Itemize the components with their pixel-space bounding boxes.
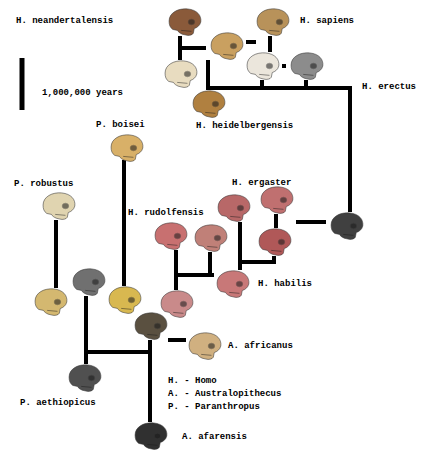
tree-branch (296, 220, 326, 224)
skull-illustration (155, 223, 187, 250)
species-label: H. neandertalensis (16, 16, 113, 27)
skull-illustration (195, 225, 227, 252)
skull-illustration (161, 291, 193, 318)
tree-branch (268, 36, 272, 52)
species-label: H. sapiens (300, 16, 354, 27)
skull-illustration (165, 61, 197, 88)
species-label: P. aethiopicus (20, 398, 96, 409)
tree-branch (238, 222, 242, 270)
scale-bar (20, 58, 25, 110)
species-label: A. afarensis (182, 432, 247, 443)
species-label: H. heidelbergensis (196, 121, 293, 132)
skull-illustration (111, 135, 143, 162)
tree-branch (174, 250, 178, 290)
species-label: H. rudolfensis (128, 208, 204, 219)
skull-illustration (169, 9, 201, 36)
skull-illustration (291, 53, 323, 80)
species-label: P. robustus (14, 179, 73, 190)
tree-branch (282, 64, 286, 68)
tree-branch (304, 80, 308, 88)
skull-illustration (43, 193, 75, 220)
skull-illustration (259, 229, 291, 256)
skull-illustration (69, 365, 101, 392)
skull-illustration (35, 289, 67, 316)
skull-illustration (218, 195, 250, 222)
skull-illustration (109, 287, 141, 314)
tree-branch (208, 86, 352, 90)
tree-branch (84, 350, 152, 354)
tree-branch (260, 80, 264, 88)
tree-branch (274, 214, 278, 228)
skull-illustration (193, 91, 225, 118)
species-label: H. ergaster (232, 178, 291, 189)
skull-illustration (211, 33, 243, 60)
tree-branch (180, 46, 206, 50)
tree-branch (206, 60, 210, 90)
skull-illustration (261, 187, 293, 214)
key-text: H. - Homo (168, 376, 217, 387)
skull-illustration (189, 333, 221, 360)
skull-illustration (257, 9, 289, 36)
skull-illustration (135, 423, 167, 450)
tree-branch (148, 340, 152, 422)
skull-illustration (73, 269, 105, 296)
scale-label: 1,000,000 years (42, 88, 123, 99)
tree-branch (246, 40, 256, 44)
skull-illustration (217, 271, 249, 298)
skull-illustration (135, 313, 167, 340)
species-label: H. habilis (258, 279, 312, 290)
key-text: P. - Paranthropus (168, 402, 260, 413)
skull-illustration (331, 213, 363, 240)
tree-branch (54, 220, 58, 288)
tree-branch (168, 338, 186, 342)
tree-branch (348, 88, 352, 212)
skull-illustration (247, 53, 279, 80)
species-label: H. erectus (362, 82, 416, 93)
tree-branch (122, 160, 126, 286)
tree-branch (238, 260, 276, 264)
key-text: A. - Australopithecus (168, 389, 281, 400)
species-label: A. africanus (228, 341, 293, 352)
species-label: P. boisei (96, 120, 145, 131)
tree-branch (176, 273, 214, 277)
